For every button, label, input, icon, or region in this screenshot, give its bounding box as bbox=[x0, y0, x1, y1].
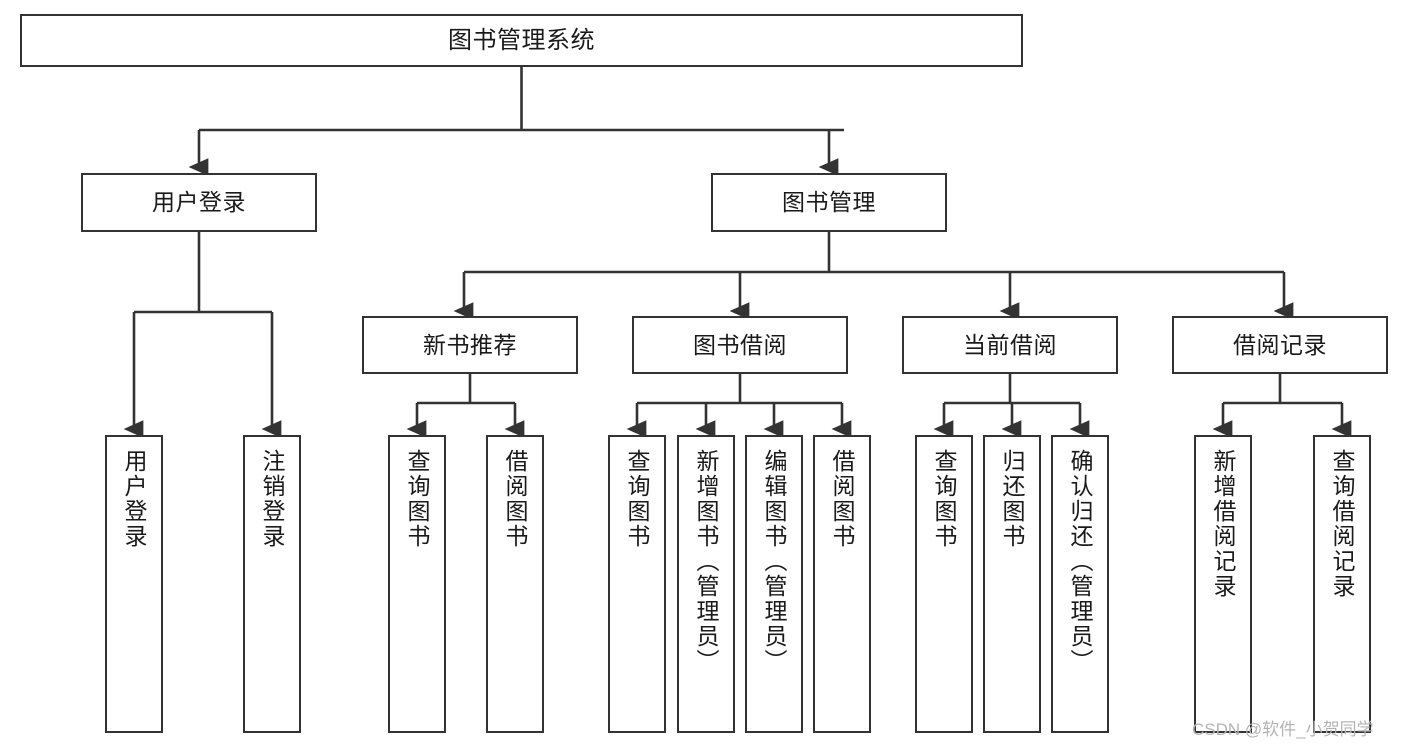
node-leaf-add-book[interactable]: 新增图书（管理员） bbox=[677, 435, 735, 733]
node-leaf-query-book-3[interactable]: 查询图书 bbox=[915, 435, 973, 733]
node-leaf-query-book-1[interactable]: 查询图书 bbox=[388, 435, 446, 733]
node-leaf-return-book[interactable]: 归还图书 bbox=[983, 435, 1041, 733]
node-book-management-label: 图书管理 bbox=[782, 189, 876, 216]
node-borrow-record[interactable]: 借阅记录 bbox=[1172, 316, 1388, 374]
node-leaf-user-login-label: 用户登录 bbox=[121, 449, 148, 549]
csdn-watermark: CSDN @软件_小贺同学 bbox=[1192, 720, 1374, 739]
node-current-borrow-label: 当前借阅 bbox=[963, 331, 1057, 358]
node-leaf-confirm-return[interactable]: 确认归还（管理员） bbox=[1051, 435, 1109, 733]
node-leaf-query-book-2[interactable]: 查询图书 bbox=[608, 435, 666, 733]
node-user-login[interactable]: 用户登录 bbox=[81, 173, 317, 232]
node-book-management[interactable]: 图书管理 bbox=[711, 173, 947, 232]
node-root[interactable]: 图书管理系统 bbox=[20, 14, 1023, 67]
node-book-borrow-label: 图书借阅 bbox=[693, 331, 787, 358]
node-borrow-record-label: 借阅记录 bbox=[1233, 331, 1327, 358]
node-leaf-edit-book-label: 编辑图书（管理员） bbox=[761, 449, 788, 674]
node-leaf-query-record[interactable]: 查询借阅记录 bbox=[1313, 435, 1371, 733]
node-leaf-borrow-book-1[interactable]: 借阅图书 bbox=[486, 435, 544, 733]
node-leaf-user-login[interactable]: 用户登录 bbox=[105, 435, 163, 733]
node-leaf-add-record[interactable]: 新增借阅记录 bbox=[1194, 435, 1252, 733]
node-leaf-query-book-1-label: 查询图书 bbox=[404, 449, 431, 549]
node-leaf-query-record-label: 查询借阅记录 bbox=[1329, 449, 1356, 599]
node-root-label: 图书管理系统 bbox=[448, 26, 595, 54]
node-leaf-borrow-book-2-label: 借阅图书 bbox=[829, 449, 856, 549]
node-leaf-confirm-return-label: 确认归还（管理员） bbox=[1067, 449, 1094, 674]
node-new-book-recommend-label: 新书推荐 bbox=[423, 331, 517, 358]
node-leaf-add-book-label: 新增图书（管理员） bbox=[693, 449, 720, 674]
node-leaf-query-book-3-label: 查询图书 bbox=[931, 449, 958, 549]
node-leaf-user-logout-label: 注销登录 bbox=[259, 449, 286, 549]
node-book-borrow[interactable]: 图书借阅 bbox=[632, 316, 848, 374]
node-current-borrow[interactable]: 当前借阅 bbox=[902, 316, 1118, 374]
node-new-book-recommend[interactable]: 新书推荐 bbox=[362, 316, 578, 374]
node-leaf-return-book-label: 归还图书 bbox=[999, 449, 1026, 549]
node-leaf-query-book-2-label: 查询图书 bbox=[624, 449, 651, 549]
node-leaf-borrow-book-2[interactable]: 借阅图书 bbox=[813, 435, 871, 733]
node-leaf-borrow-book-1-label: 借阅图书 bbox=[502, 449, 529, 549]
node-leaf-edit-book[interactable]: 编辑图书（管理员） bbox=[745, 435, 803, 733]
node-user-login-label: 用户登录 bbox=[152, 189, 246, 216]
node-leaf-add-record-label: 新增借阅记录 bbox=[1210, 449, 1237, 599]
node-leaf-user-logout[interactable]: 注销登录 bbox=[243, 435, 301, 733]
